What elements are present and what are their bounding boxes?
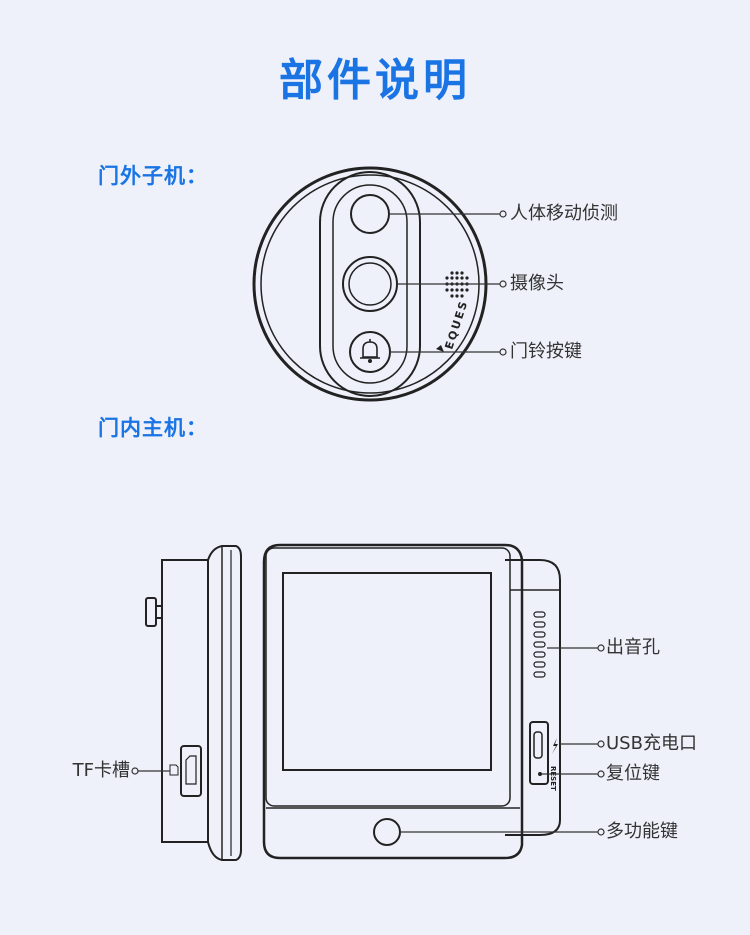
outdoor-unit-inner-panel: [332, 184, 408, 384]
label-usb-port: USB充电口: [606, 733, 697, 754]
front-view-body: [262, 543, 524, 860]
label-motion-sensor: 人体移动侦测: [510, 203, 618, 224]
motion-sensor-icon: [350, 194, 390, 234]
label-reset-key: 复位键: [606, 763, 660, 784]
section-title-indoor-unit: 门内主机：: [98, 416, 208, 440]
reset-button-hole: [538, 772, 542, 776]
camera-lens-inner: [348, 262, 392, 306]
tf-card-slot: [180, 745, 202, 797]
side-view-knob: [145, 597, 157, 627]
brand-logo-mark: [436, 345, 444, 352]
speaker-holes: [533, 611, 546, 678]
label-function-key: 多功能键: [606, 821, 678, 842]
outdoor-leader-lines: [389, 213, 500, 353]
tf-card-slot-detail: [185, 755, 197, 785]
usb-port: [529, 721, 549, 785]
page-title: 部件说明: [279, 55, 471, 106]
leader-dot-doorbell: [499, 348, 507, 356]
label-doorbell: 门铃按键: [510, 341, 582, 362]
leader-dot-reset: [597, 770, 605, 778]
leader-dot-motion: [499, 210, 507, 218]
leader-dot-camera: [499, 280, 507, 288]
indoor-leader-lines: [138, 647, 598, 833]
tf-card-icon: [169, 764, 179, 776]
front-view-side-edge: [505, 559, 561, 836]
leader-dot-tf-slot: [131, 767, 139, 775]
bell-icon: [360, 339, 380, 363]
side-view-front-bezel: [207, 545, 242, 861]
brand-logo-text: EQUES: [442, 298, 470, 351]
leader-dot-usb: [597, 740, 605, 748]
camera-lens-outer: [342, 256, 398, 312]
label-camera: 摄像头: [510, 273, 564, 294]
reset-mark-text: RESET: [549, 766, 557, 791]
display-screen: [282, 572, 492, 771]
screen-bezel: [265, 547, 511, 807]
leader-dot-speaker: [597, 644, 605, 652]
doorbell-button: [349, 331, 391, 373]
label-speaker: 出音孔: [606, 637, 660, 658]
leader-dot-function-key: [597, 828, 605, 836]
charging-bolt-icon: [552, 738, 558, 754]
label-tf-slot: TF卡槽: [72, 760, 130, 781]
side-view-back-body: [161, 559, 209, 843]
section-title-outdoor-unit: 门外子机：: [98, 164, 208, 188]
indoor-unit-side-view: [145, 545, 242, 861]
microphone-holes: [445, 271, 469, 298]
function-key-button: [373, 818, 401, 846]
indoor-unit-front-view: [262, 543, 561, 860]
